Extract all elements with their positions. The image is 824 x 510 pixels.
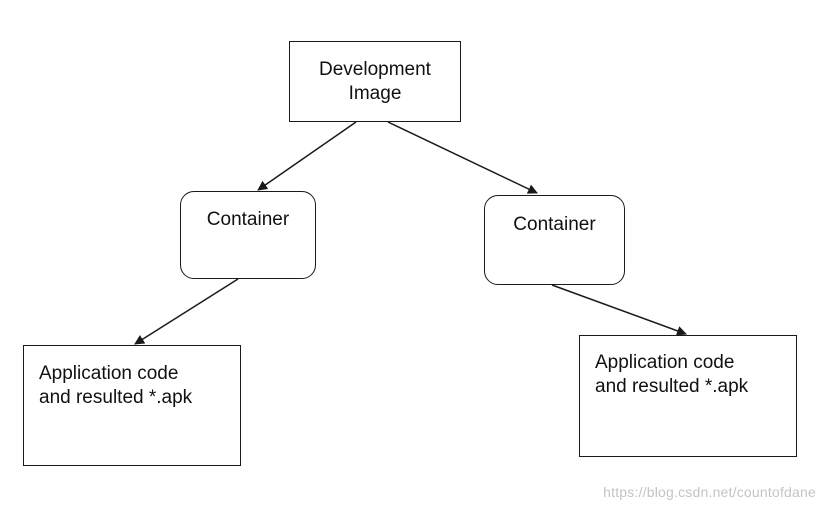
watermark-url: https://blog.csdn.net/countofdane [603, 484, 816, 500]
container-node-right: Container [484, 195, 625, 285]
container-left-label: Container [206, 209, 290, 230]
edge-container-right-to-app-right [551, 284, 687, 336]
edge-dev-to-container-right [387, 121, 538, 194]
container-right-label: Container [513, 214, 596, 235]
development-image-label: Development Image [319, 59, 431, 104]
container-node-left: Container [180, 191, 316, 279]
application-right-label: Application code and resulted *.apk [595, 352, 749, 397]
application-left-label: Application code and resulted *.apk [39, 363, 193, 408]
application-code-node-left: Application code and resulted *.apk [23, 345, 241, 466]
application-code-node-right: Application code and resulted *.apk [579, 335, 797, 457]
edge-container-left-to-app-left [134, 278, 239, 345]
development-image-node: Development Image [289, 41, 461, 122]
edge-dev-to-container-left [257, 121, 357, 191]
